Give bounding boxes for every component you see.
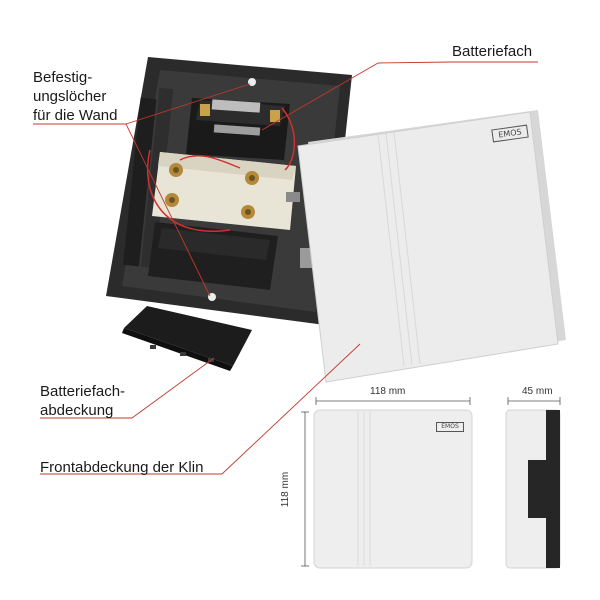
label-battery-compartment: Batteriefach: [452, 43, 533, 60]
label-front-cover: Frontabdeckung der Klin: [40, 459, 204, 476]
label-battery-cover: Batteriefach- abdeckung: [40, 383, 126, 419]
label-mounting-holes: Befestig- ungslöcher für die Wand: [33, 69, 118, 124]
battery-cover-part: [122, 306, 252, 371]
terminal-block: [152, 152, 300, 230]
leader-lines: [33, 61, 538, 475]
base-unit: [106, 57, 352, 325]
battery-holder: [186, 98, 290, 160]
dimension-height: 118 mm: [280, 471, 292, 508]
front-cover-part: [297, 110, 566, 383]
dimension-depth: 45 mm: [522, 386, 553, 397]
dimension-width: 118 mm: [370, 386, 406, 397]
side-view-drawing: [505, 397, 561, 569]
emos-logo-small: EMOS: [436, 422, 464, 432]
mounting-hole-top: [248, 78, 256, 86]
front-view-drawing: [301, 397, 473, 569]
